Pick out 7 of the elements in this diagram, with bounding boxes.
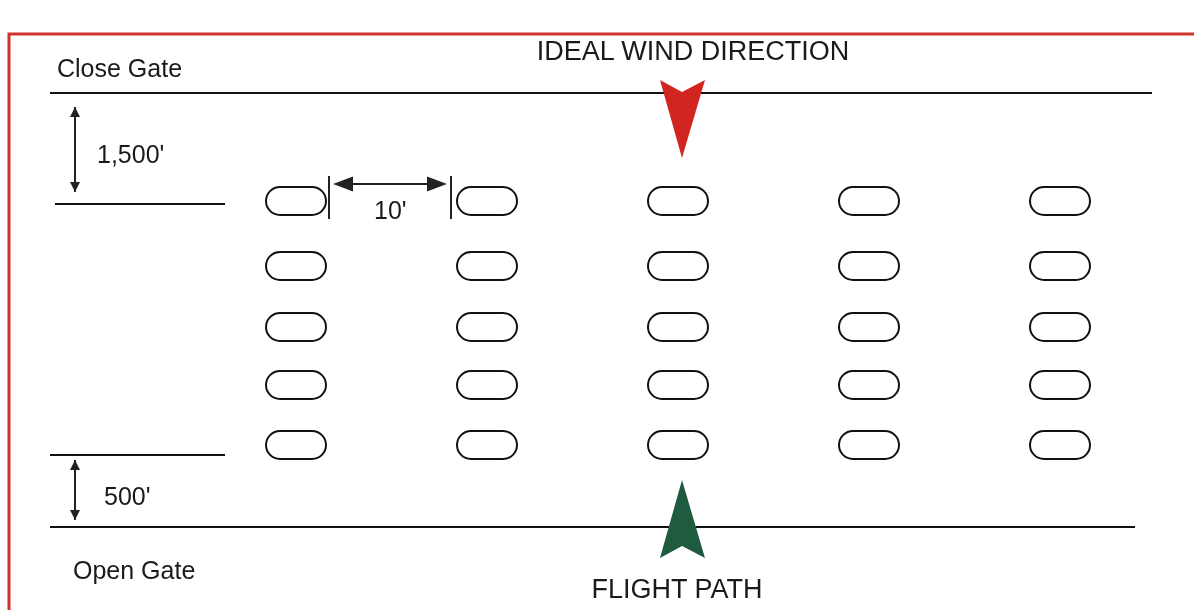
- dimension-label: 1,500': [97, 142, 165, 167]
- gate-label: Close Gate: [57, 56, 183, 81]
- direction-label: FLIGHT PATH: [591, 576, 763, 603]
- dimension-label: 500': [104, 484, 151, 509]
- direction-label: IDEAL WIND DIRECTION: [536, 38, 850, 65]
- gate-label: Open Gate: [73, 558, 196, 583]
- dimension-label: 10': [374, 198, 407, 223]
